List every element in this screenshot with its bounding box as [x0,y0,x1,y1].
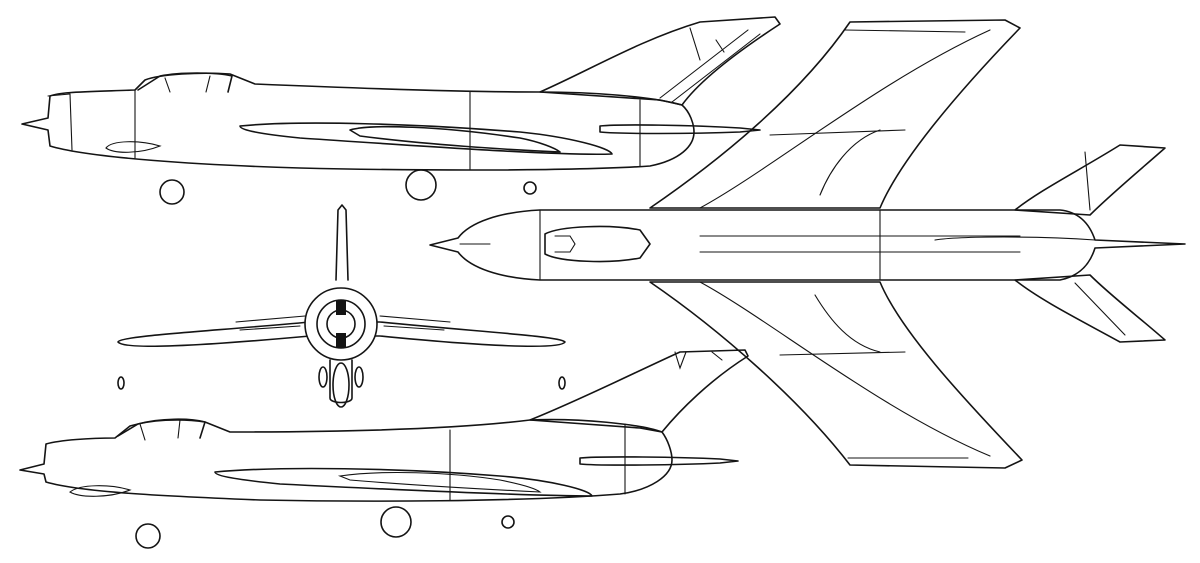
fuselage-side [21,72,695,171]
h-stab-upper [1014,144,1166,216]
wing-upper [649,19,1021,209]
nose-wheel-bottom [135,523,161,549]
cockpit-plan [544,225,651,263]
pylon-tank [349,125,561,153]
tail-pipe [599,124,761,135]
main-wheel [405,169,437,201]
plan-view [429,19,1186,469]
canopy-bottom [117,418,206,439]
tail-wheel [523,181,537,195]
h-stab-lower [1014,274,1166,343]
wing-side-bottom [214,467,593,497]
fuselage-plan [429,209,1186,281]
side-view-top [21,16,781,205]
tail-fin [539,16,781,106]
fin-front [335,204,349,281]
wing-lower [649,281,1023,469]
side-view-bottom [19,349,749,549]
main-wheel-bottom [380,506,412,538]
gear-front [329,359,353,404]
nose-wheel [159,179,185,205]
fuselage-front [304,287,378,361]
wings-front [117,321,566,348]
canopy [137,72,233,93]
fuselage-side-bottom [19,418,673,502]
tail-wheel-bottom [501,515,515,529]
tail-fin-bottom [529,349,749,433]
wing-side [239,122,613,156]
tail-pipe-bottom [579,456,739,466]
front-view [117,204,566,408]
